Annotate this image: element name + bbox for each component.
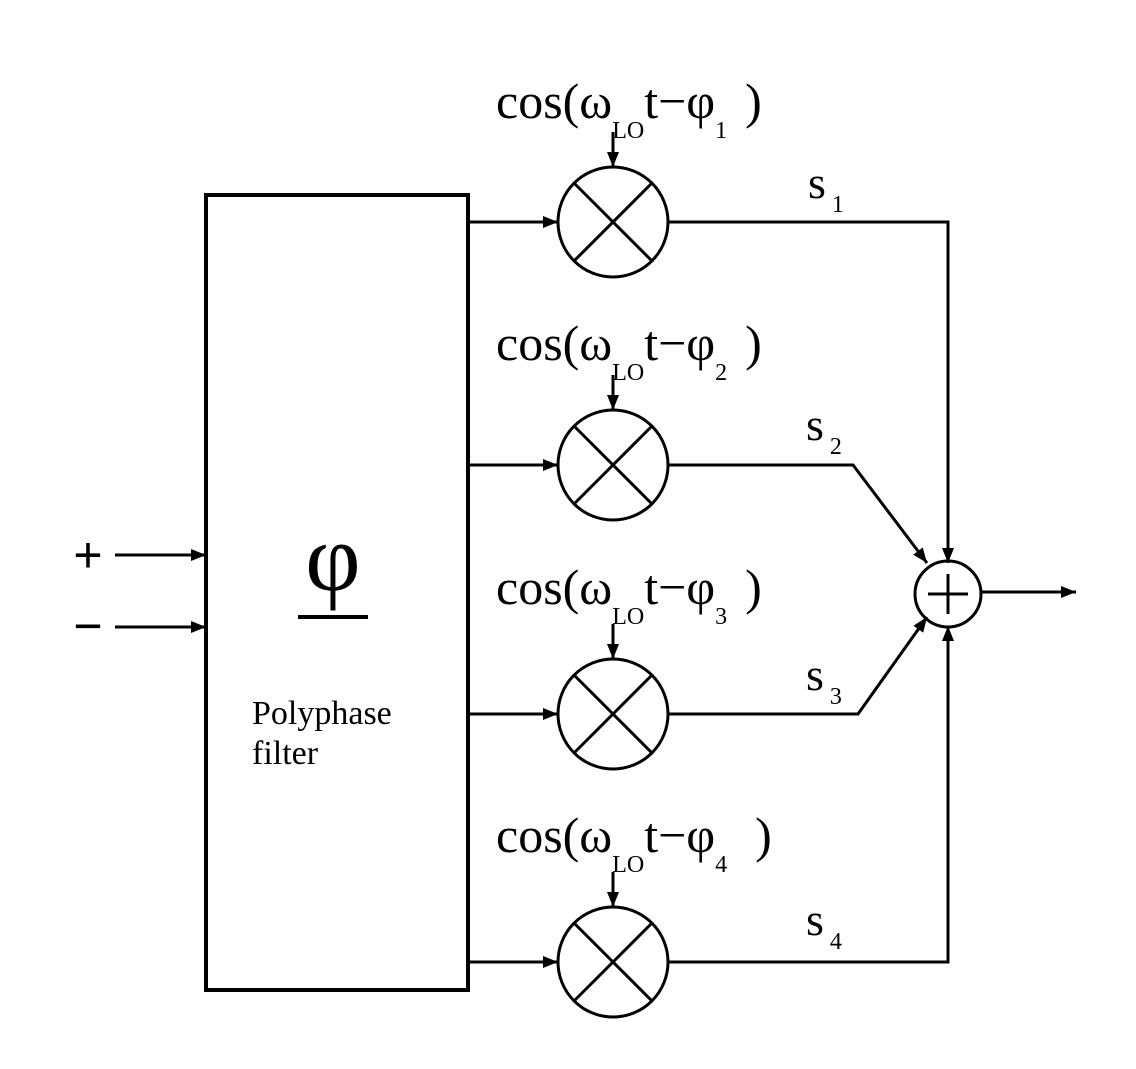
mixer-1 bbox=[556, 165, 670, 279]
mixer-3 bbox=[556, 657, 670, 771]
lo-signal-4-label: cos(ωLOt−φ4) bbox=[496, 807, 772, 878]
input-minus-label: − bbox=[73, 598, 102, 654]
lo-signal-1-label: cos(ωLOt−φ1) bbox=[496, 73, 762, 144]
input-plus-label: + bbox=[73, 527, 102, 583]
mixer-3-to-summer-wire bbox=[668, 616, 929, 716]
mixer-1-to-summer-wire bbox=[668, 220, 954, 563]
lo-signal-3-label: cos(ωLOt−φ3) bbox=[496, 559, 762, 630]
mixer-2 bbox=[556, 408, 670, 522]
lo-signal-2-label: cos(ωLOt−φ2) bbox=[496, 315, 762, 386]
filter-label-line1: Polyphase bbox=[252, 695, 392, 732]
filter-label-line2: filter bbox=[252, 735, 319, 772]
mixer-4-to-summer-wire bbox=[668, 626, 954, 964]
filter-symbol: φ bbox=[305, 504, 360, 611]
summing-junction bbox=[913, 559, 983, 629]
polyphase-filter-block bbox=[204, 193, 470, 992]
mixer-4 bbox=[556, 905, 670, 1019]
mixer-2-to-summer-wire bbox=[668, 463, 929, 564]
